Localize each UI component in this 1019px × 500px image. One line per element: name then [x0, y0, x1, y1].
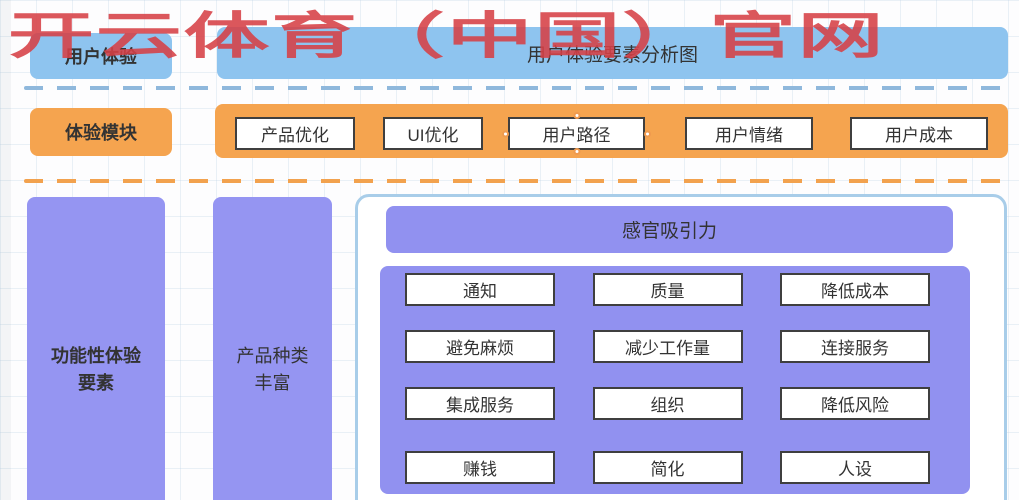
module-item-product-optimization[interactable]: 产品优化 — [235, 117, 355, 150]
sensory-appeal-container[interactable]: 感官吸引力 通知 质量 降低成本 避免麻烦 减少工作量 连接服务 集成服务 组织… — [355, 194, 1007, 500]
sensory-item-make-money[interactable]: 赚钱 — [405, 451, 555, 484]
sensory-row-3: 集成服务 组织 降低风险 — [405, 387, 930, 420]
sensory-item-quality[interactable]: 质量 — [592, 273, 743, 306]
sensory-row-2: 避免麻烦 减少工作量 连接服务 — [405, 330, 930, 363]
connection-handle-bottom[interactable] — [573, 148, 580, 155]
connection-handle-right[interactable] — [644, 130, 651, 137]
module-item-user-path-selected[interactable]: 用户路径 — [502, 112, 651, 155]
sensory-appeal-header[interactable]: 感官吸引力 — [386, 206, 953, 253]
sensory-row-4: 赚钱 简化 人设 — [405, 451, 930, 484]
diagram-title-box[interactable]: 用户体验要素分析图 — [217, 27, 1008, 79]
sensory-item-connect-services[interactable]: 连接服务 — [780, 330, 930, 363]
product-variety-box[interactable]: 产品种类 丰富 — [213, 197, 332, 500]
sensory-item-persona[interactable]: 人设 — [780, 451, 930, 484]
sensory-item-reduce-risk[interactable]: 降低风险 — [780, 387, 930, 420]
connection-handle-left[interactable] — [502, 130, 509, 137]
product-label-line1: 产品种类 — [236, 345, 309, 366]
functional-label-line1: 功能性体验 — [51, 345, 141, 366]
blue-dashed-separator[interactable] — [24, 86, 1010, 90]
sensory-item-avoid-trouble[interactable]: 避免麻烦 — [405, 330, 555, 363]
functional-experience-elements-box[interactable]: 功能性体验 要素 — [27, 197, 165, 500]
user-experience-label-box[interactable]: 用户体验 — [30, 33, 172, 79]
sensory-item-reduce-cost[interactable]: 降低成本 — [780, 273, 930, 306]
connection-handle-top[interactable] — [573, 112, 580, 119]
experience-modules-label-box[interactable]: 体验模块 — [30, 108, 172, 156]
module-item-user-emotion[interactable]: 用户情绪 — [685, 117, 813, 150]
sensory-item-reduce-workload[interactable]: 减少工作量 — [592, 330, 743, 363]
sensory-item-integrate-services[interactable]: 集成服务 — [405, 387, 555, 420]
sensory-row-1: 通知 质量 降低成本 — [405, 273, 930, 306]
module-item-user-cost[interactable]: 用户成本 — [850, 117, 988, 150]
product-label-line2: 丰富 — [254, 372, 291, 393]
sensory-item-notification[interactable]: 通知 — [405, 273, 555, 306]
functional-label-line2: 要素 — [78, 372, 114, 393]
canvas-left-edge — [0, 0, 11, 500]
module-item-ui-optimization[interactable]: UI优化 — [383, 117, 483, 150]
sensory-item-simplify[interactable]: 简化 — [592, 451, 743, 484]
orange-dashed-separator[interactable] — [24, 179, 1010, 183]
sensory-items-panel[interactable]: 通知 质量 降低成本 避免麻烦 减少工作量 连接服务 集成服务 组织 降低风险 … — [380, 266, 970, 494]
sensory-item-organize[interactable]: 组织 — [592, 387, 743, 420]
